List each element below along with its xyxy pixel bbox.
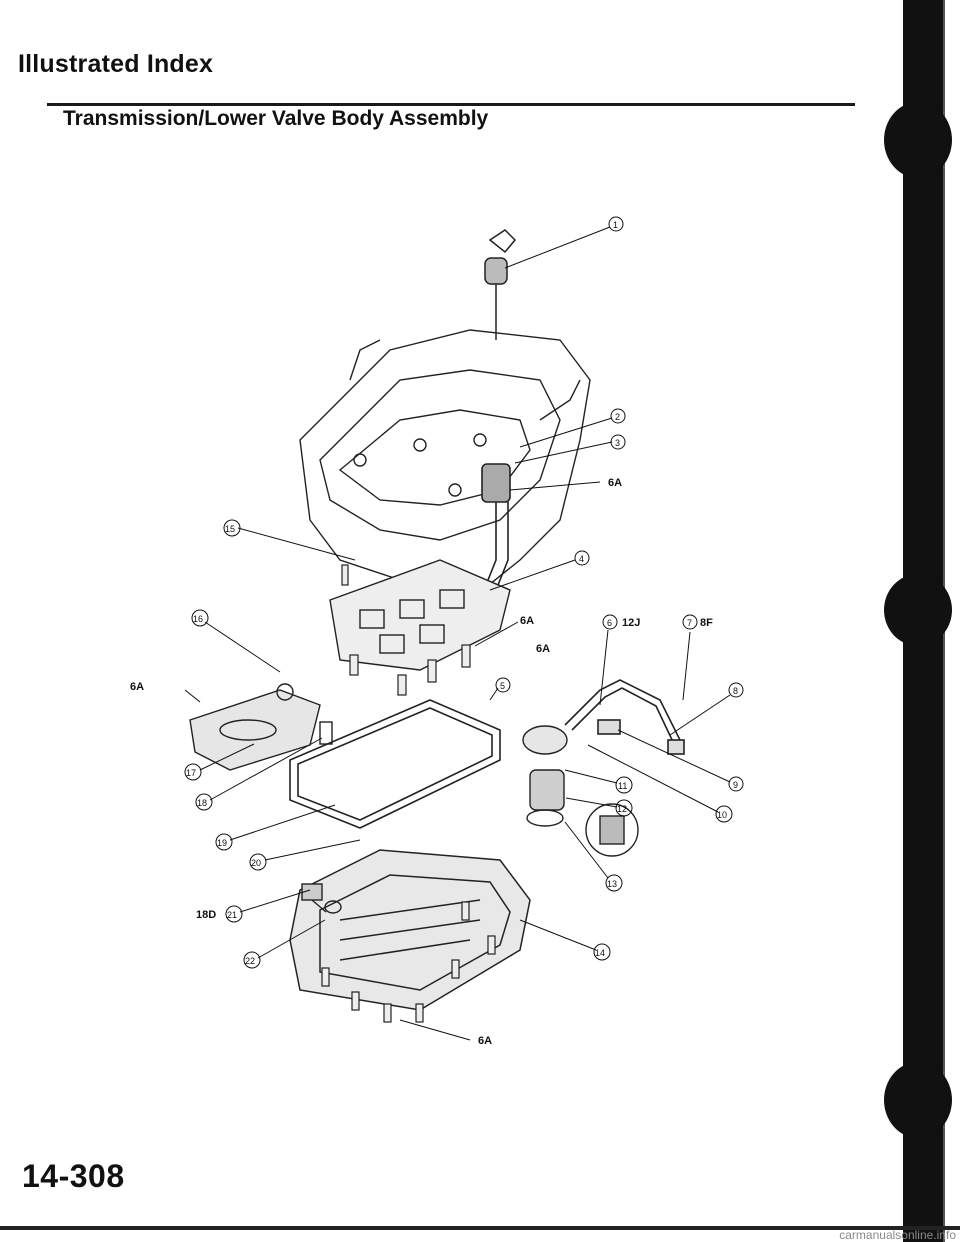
callout-18: 18 bbox=[197, 798, 207, 808]
callout-1: 1 bbox=[613, 220, 618, 230]
page-number: 14-308 bbox=[22, 1158, 125, 1194]
pan-gasket bbox=[289, 699, 501, 829]
torque-6a-mid2: 6A bbox=[536, 643, 550, 655]
callout-13: 13 bbox=[607, 879, 617, 889]
torque-labels: 6A 6A 6A 6A 12J 8F 18D 6A bbox=[130, 477, 713, 1047]
lower-valve-body bbox=[329, 559, 511, 671]
atf-pan bbox=[289, 849, 531, 1011]
callout-14: 14 bbox=[595, 948, 605, 958]
callout-11: 11 bbox=[618, 781, 627, 791]
torque-6a-bottom: 6A bbox=[478, 1035, 492, 1047]
callout-4: 4 bbox=[579, 554, 584, 564]
callout-12: 12 bbox=[617, 804, 627, 814]
section-title: Transmission/Lower Valve Body Assembly bbox=[63, 107, 489, 130]
strainer bbox=[189, 683, 333, 771]
torque-6a-left: 6A bbox=[130, 681, 144, 693]
callout-10: 10 bbox=[717, 810, 727, 820]
atf-filter-assembly bbox=[522, 725, 639, 857]
torque-18d: 18D bbox=[196, 909, 216, 921]
page-heading: Illustrated Index bbox=[18, 50, 214, 78]
transmission-housing bbox=[299, 329, 591, 601]
callout-5: 5 bbox=[500, 681, 505, 691]
pan-bolts bbox=[321, 901, 496, 1023]
torque-6a-top: 6A bbox=[608, 477, 622, 489]
callout-6: 6 bbox=[607, 618, 612, 628]
heading-rule bbox=[47, 103, 855, 106]
callout-8: 8 bbox=[733, 686, 738, 696]
torque-8f: 8F bbox=[700, 617, 713, 629]
leader-lines bbox=[184, 226, 731, 1041]
spine-tab-markers bbox=[884, 102, 952, 1138]
valve-body-bolts bbox=[341, 564, 471, 696]
callout-15: 15 bbox=[225, 524, 235, 534]
callout-markers: 1 2 3 4 5 6 7 8 9 10 11 12 13 14 15 16 1… bbox=[184, 216, 744, 969]
callout-2: 2 bbox=[615, 412, 620, 422]
callout-16: 16 bbox=[193, 614, 203, 624]
watermark: carmanualsonline.info bbox=[839, 1228, 956, 1242]
dipstick bbox=[484, 229, 517, 340]
callout-17: 17 bbox=[186, 768, 196, 778]
callout-22: 22 bbox=[245, 956, 255, 966]
callout-20: 20 bbox=[251, 858, 261, 868]
torque-6a-mid: 6A bbox=[520, 615, 534, 627]
cooler-line bbox=[564, 679, 685, 755]
callout-3: 3 bbox=[615, 438, 620, 448]
torque-12j: 12J bbox=[622, 617, 640, 629]
callout-21: 21 bbox=[227, 910, 237, 920]
callout-19: 19 bbox=[217, 838, 227, 848]
callout-7: 7 bbox=[687, 618, 692, 628]
footer-rule bbox=[0, 1226, 960, 1230]
callout-9: 9 bbox=[733, 780, 738, 790]
